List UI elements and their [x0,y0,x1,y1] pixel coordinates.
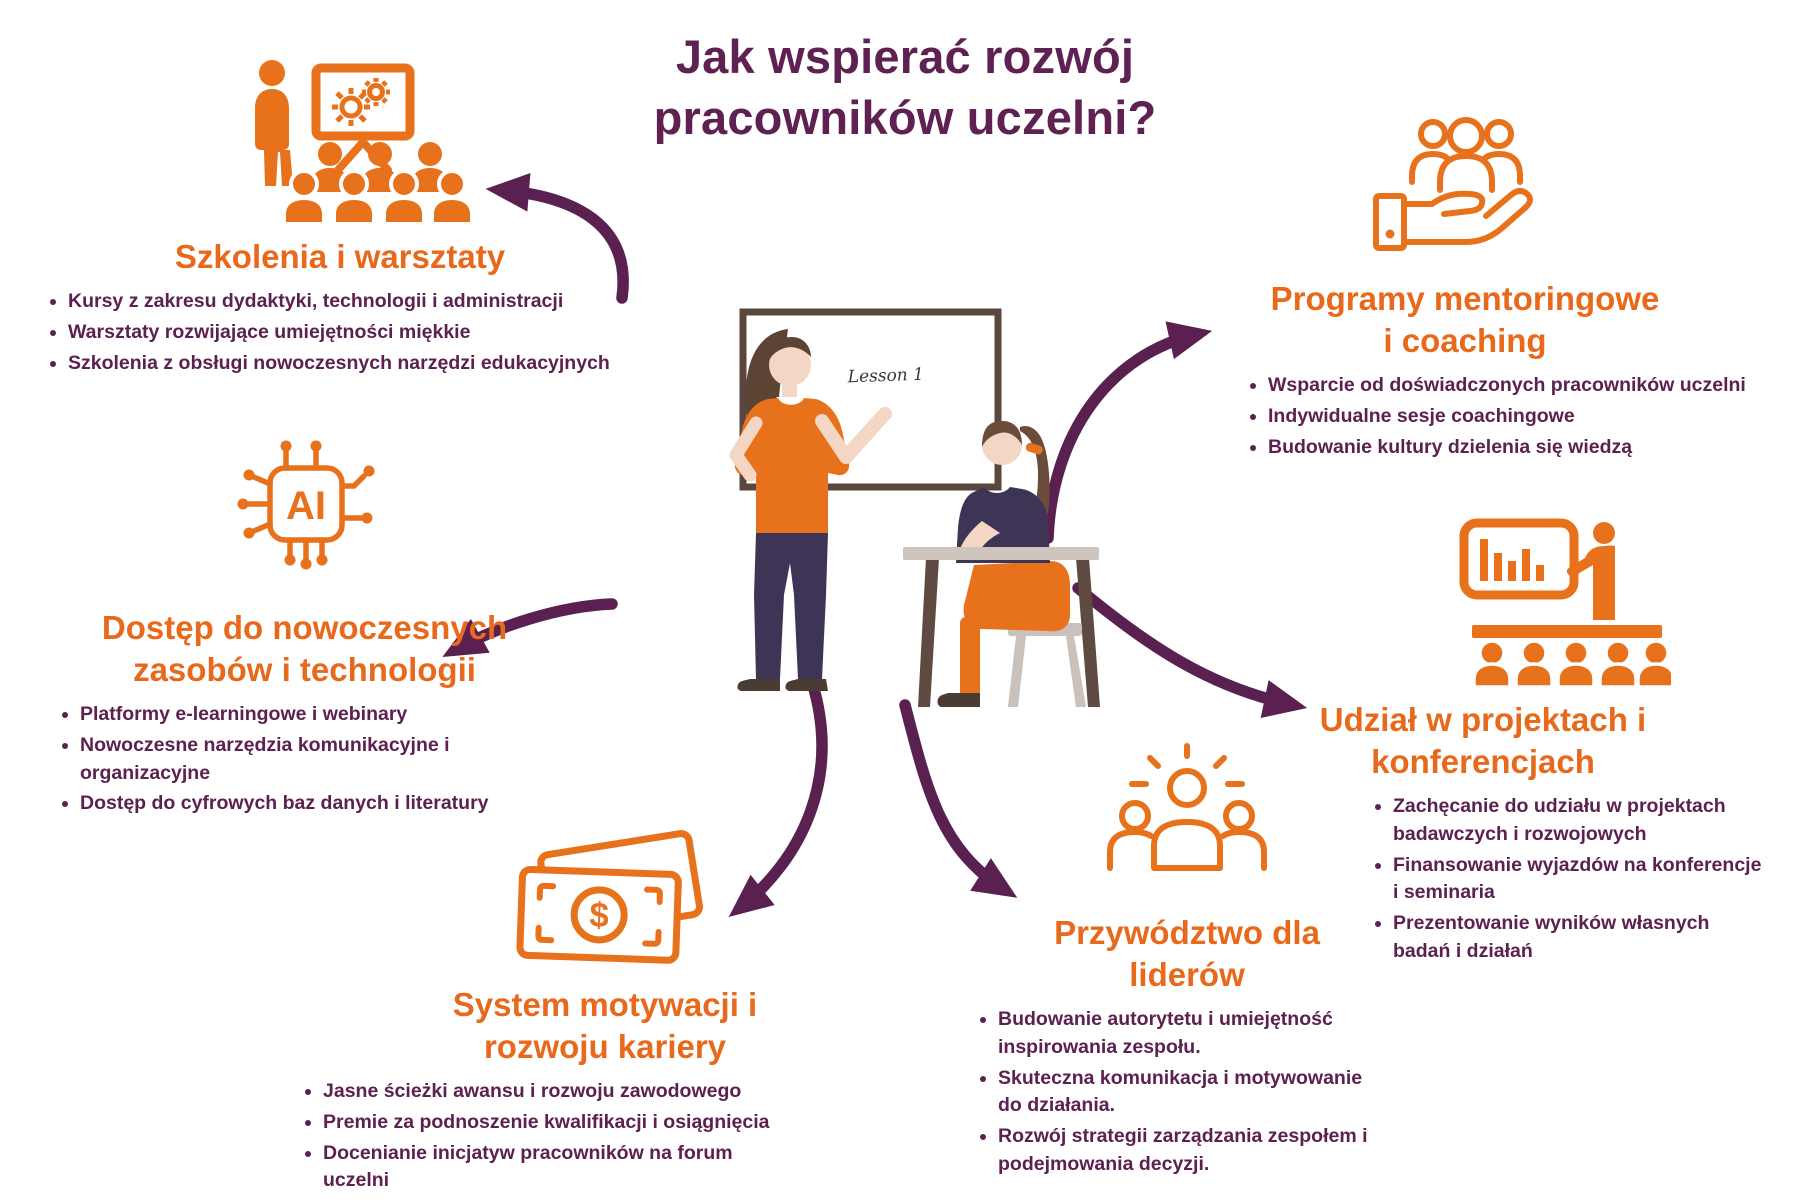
bullet-item: Dostęp do cyfrowych baz danych i literat… [80,790,580,818]
bullet-item: Jasne ścieżki awansu i rozwoju zawodoweg… [323,1078,843,1106]
section-title: Szkolenia i warsztaty [174,238,506,275]
whiteboard-text: Lesson 1 [846,365,924,388]
page-title: Jak wspierać rozwój pracowników uczelni? [495,26,1315,148]
bullet-item: Finansowanie wyjazdów na konferencje i s… [1393,852,1765,908]
student-figure [903,421,1100,707]
ai-chip-label: AI [286,484,326,528]
bullet-item: Premie za podnoszenie kwalifikacji i osi… [323,1109,843,1137]
bullet-list: Wsparcie od doświadczonych pracowników u… [1240,372,1773,462]
bullet-item: Kursy z zakresu dydaktyki, technologii i… [68,288,640,316]
title-line-1: Jak wspierać rozwój [675,30,1135,83]
team-leader-icon [1106,743,1267,871]
section-szkolenia: Szkolenia i warsztaty Kursy z zakresu dy… [40,52,640,381]
bullet-list: Platformy e-learningowe i webinary Nowoc… [52,701,580,819]
bullet-list: Budowanie autorytetu i umiejętność inspi… [970,1006,1438,1179]
conference-presentation-icon [1459,518,1671,687]
arrow-to-projekty [1072,582,1308,718]
money-banknote-icon: $ [515,830,703,964]
ai-chip-icon: AI [237,440,374,570]
bullet-list: Kursy z zakresu dydaktyki, technologii i… [40,288,640,378]
bullet-item: Warsztaty rozwijające umiejętności miękk… [68,319,640,347]
classroom-illustration: Lesson 1 [729,308,1100,707]
bullet-item: Budowanie autorytetu i umiejętność inspi… [998,1006,1398,1062]
bullet-item: Szkolenia z obsługi nowoczesnych narzędz… [68,350,640,378]
arrow-to-mentoring [1042,321,1213,544]
teacher-figure [729,329,892,691]
bullet-list: Zachęcanie do udziału w projektach badaw… [1365,793,1800,966]
bullet-item: Budowanie kultury dzielenia się wiedzą [1268,434,1773,462]
bullet-item: Indywidualne sesje coachingowe [1268,403,1773,431]
bullet-item: Docenianie inicjatyw pracowników na foru… [323,1140,753,1196]
bullet-item: Nowoczesne narzędzia komunikacyjne i org… [80,732,580,788]
bullet-item: Skuteczna komunikacja i motywowanie do d… [998,1065,1368,1121]
presentation-training-icon [254,60,473,224]
hand-holding-people-icon [1372,117,1533,251]
dollar-label: $ [588,896,609,936]
whiteboard [739,308,1002,491]
bullet-item: Platformy e-learningowe i webinary [80,701,580,729]
bullet-item: Rozwój strategii zarządzania zespołem i … [998,1123,1412,1179]
bullet-item: Prezentowanie wyników własnych badań i d… [1393,910,1733,966]
bullet-item: Zachęcanie do udziału w projektach badaw… [1393,793,1800,849]
title-line-2: pracowników uczelni? [653,91,1157,145]
bullet-item: Wsparcie od doświadczonych pracowników u… [1268,372,1773,400]
bullet-list: Jasne ścieżki awansu i rozwoju zawodoweg… [295,1078,843,1196]
